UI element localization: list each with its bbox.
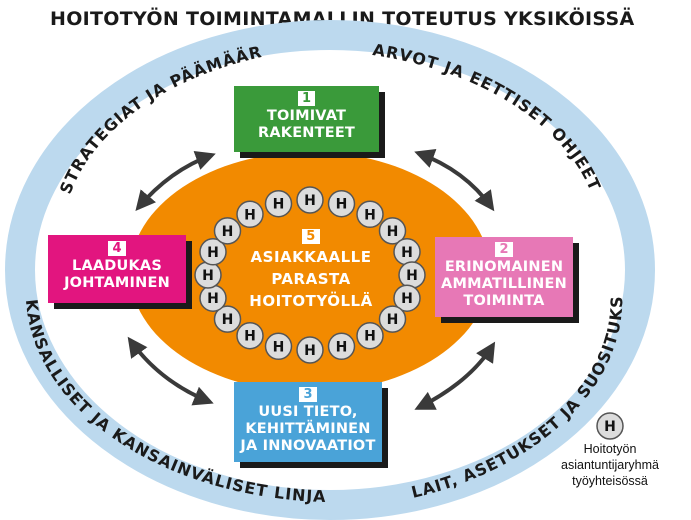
h-circle xyxy=(213,217,242,245)
legend-line2: asiantuntijaryhmä xyxy=(561,458,659,472)
center-number: 5 xyxy=(302,229,320,244)
h-circle xyxy=(296,186,324,214)
box2-line3: TOIMINTA xyxy=(463,293,545,309)
box3-line1: UUSI TIETO, xyxy=(258,404,358,420)
h-letter: H xyxy=(364,207,376,223)
center-line1: ASIAKKAALLE xyxy=(250,248,372,266)
box3-line3: JA INNOVAATIOT xyxy=(240,438,376,454)
h-circle xyxy=(378,305,407,333)
box3-number: 3 xyxy=(299,387,317,402)
center-line2: PARASTA xyxy=(271,270,351,288)
arrow-top-right xyxy=(414,149,495,212)
h-letter: H xyxy=(336,339,348,355)
arrow-bottom-right xyxy=(414,341,496,410)
h-letter: H xyxy=(401,245,413,261)
center-ellipse xyxy=(130,152,490,392)
box-toimivat-rakenteet: 1 TOIMIVAT RAKENTEET xyxy=(234,86,379,152)
h-circle xyxy=(199,238,227,266)
h-letter: H xyxy=(401,291,413,307)
h-letter: H xyxy=(336,197,348,213)
h-letter: H xyxy=(244,329,256,345)
h-circle xyxy=(236,321,264,350)
box4-number: 4 xyxy=(108,241,126,256)
legend-h-circle xyxy=(596,412,624,440)
box3-line2: KEHITTÄMINEN xyxy=(245,421,371,437)
h-circle xyxy=(327,189,356,218)
h-letter: H xyxy=(202,268,214,284)
legend-line1: Hoitotyön xyxy=(583,442,637,456)
arrow-bottom-left xyxy=(127,336,214,406)
h-circle xyxy=(356,321,384,350)
h-circle xyxy=(264,332,293,361)
h-letter: H xyxy=(207,291,219,307)
legend-h-letter: H xyxy=(604,419,616,435)
h-letter: H xyxy=(273,339,285,355)
h-circle xyxy=(378,217,407,245)
center-line3: HOITOTYÖLLÄ xyxy=(249,292,373,310)
box1-line1: TOIMIVAT xyxy=(266,108,347,124)
box-uusi-tieto: 3 UUSI TIETO, KEHITTÄMINEN JA INNOVAATIO… xyxy=(234,382,382,462)
legend-label: Hoitotyön asiantuntijaryhmä työyhteisöss… xyxy=(540,441,680,489)
box2-line1: ERINOMAINEN xyxy=(444,259,564,275)
h-letter: H xyxy=(222,312,234,328)
outer-ring xyxy=(5,20,655,520)
legend-line3: työyhteisössä xyxy=(572,474,648,488)
box-erinomainen-ammatillinen-toiminta: 2 ERINOMAINEN AMMATILLINEN TOIMINTA xyxy=(435,237,573,317)
box2-line2: AMMATILLINEN xyxy=(441,276,567,292)
h-circle xyxy=(327,332,356,361)
h-letter: H xyxy=(304,343,316,359)
box4-line1: LAADUKAS xyxy=(72,258,162,274)
box2-number: 2 xyxy=(495,242,513,257)
h-letter: H xyxy=(244,207,256,223)
h-letter: H xyxy=(364,329,376,345)
h-circle xyxy=(356,200,384,229)
box-laadukas-johtaminen: 4 LAADUKAS JOHTAMINEN xyxy=(48,235,186,303)
diagram-title: HOITOTYÖN TOIMINTAMALLIN TOTEUTUS YKSIKÖ… xyxy=(50,8,635,30)
h-letter: H xyxy=(387,224,399,240)
h-letter: H xyxy=(273,197,285,213)
center-label: 5 ASIAKKAALLE PARASTA HOITOTYÖLLÄ xyxy=(236,224,386,312)
h-circle xyxy=(393,284,421,312)
h-letter: H xyxy=(304,193,316,209)
h-letter: H xyxy=(387,312,399,328)
h-letter: H xyxy=(207,245,219,261)
h-letter: H xyxy=(222,224,234,240)
h-circle xyxy=(264,189,293,218)
h-circle xyxy=(213,305,242,333)
arrow-top-left xyxy=(135,150,216,212)
box1-line2: RAKENTEET xyxy=(257,125,356,141)
h-letter: H xyxy=(406,268,418,284)
h-circle xyxy=(236,200,264,229)
box1-number: 1 xyxy=(297,91,316,106)
h-circle xyxy=(296,336,324,364)
box4-line2: JOHTAMINEN xyxy=(64,275,170,291)
